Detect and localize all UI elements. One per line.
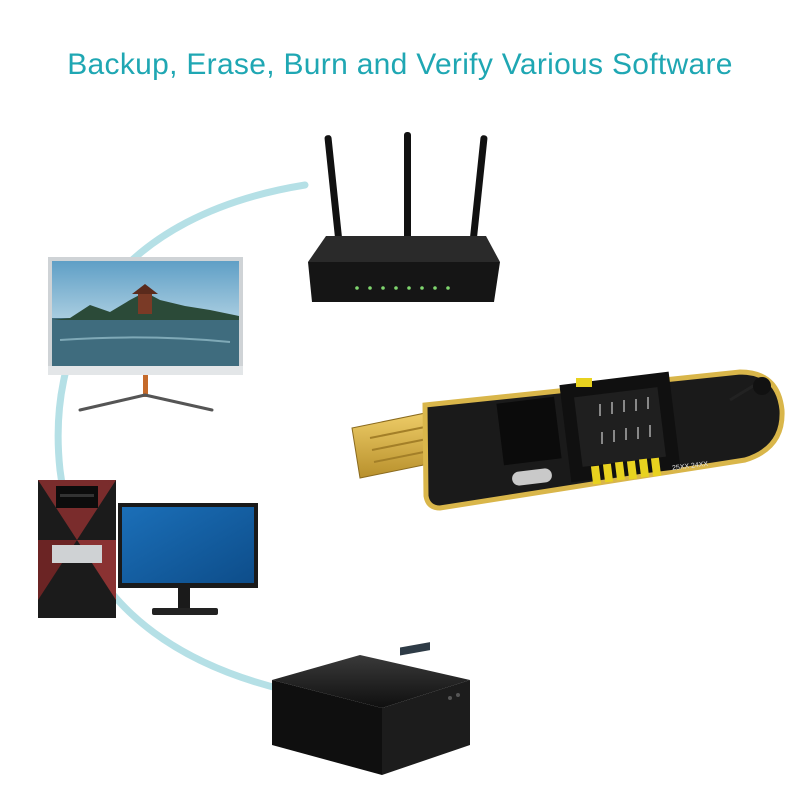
headline: Backup, Erase, Burn and Verify Various S… bbox=[67, 48, 733, 81]
zif-socket bbox=[559, 371, 681, 483]
desktop-computer-icon bbox=[38, 480, 116, 618]
usb-programmer-board-icon: 25XX 24XX bbox=[351, 369, 785, 511]
connector-arc bbox=[54, 181, 309, 694]
desktop-monitor-icon bbox=[118, 503, 258, 615]
socket-label: 25XX 24XX bbox=[672, 461, 709, 472]
set-top-box-icon bbox=[272, 642, 470, 775]
lcd-monitor-icon bbox=[48, 257, 243, 412]
wifi-router-icon bbox=[308, 132, 500, 302]
